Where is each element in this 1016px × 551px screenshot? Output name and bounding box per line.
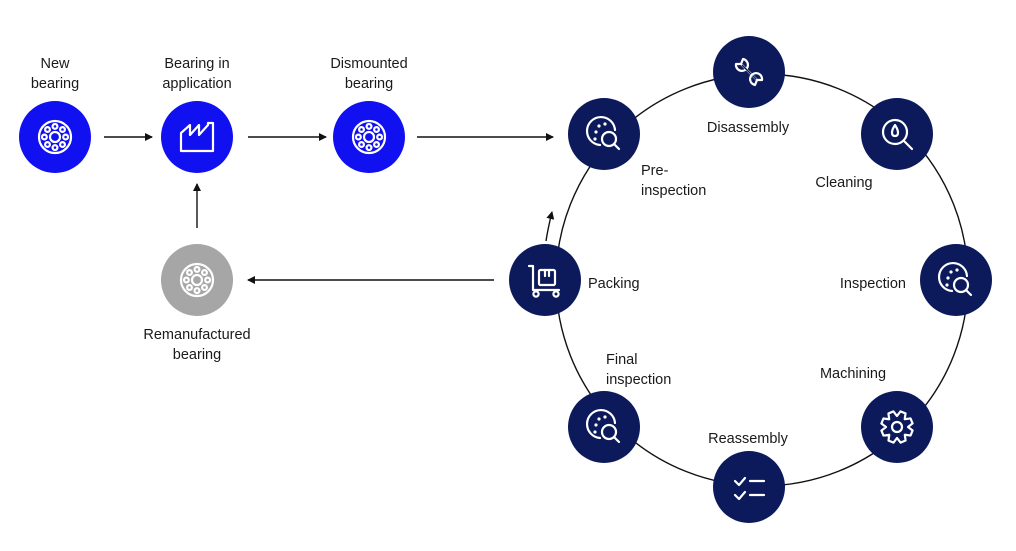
- label-cleaning: Cleaning: [815, 175, 873, 191]
- arrow-loop-continues: [545, 211, 555, 242]
- label-remanufactured-bearing: Remanufactured bearing: [143, 327, 251, 363]
- node-circle: [861, 391, 933, 463]
- node-pre-inspection: [568, 98, 640, 170]
- factory-icon: [179, 121, 215, 153]
- node-cleaning: [861, 98, 933, 170]
- node-final-inspection: [568, 391, 640, 463]
- label-dismounted-bearing: Dismounted bearing: [330, 56, 408, 92]
- inspect-icon: [585, 408, 621, 444]
- node-machining: [861, 391, 933, 463]
- drop-search-icon: [881, 118, 914, 151]
- bearing-icon: [37, 119, 73, 155]
- label-bearing-in-application: Bearing in application: [162, 56, 232, 92]
- label-new-bearing: New bearing: [30, 56, 80, 92]
- node-circle: [19, 101, 91, 173]
- node-dismounted-bearing: [333, 101, 405, 173]
- trolley-icon: [527, 264, 561, 298]
- bearing-icon: [351, 119, 387, 155]
- wrench-icon: [734, 57, 764, 87]
- node-reassembly: [713, 451, 785, 523]
- label-final-inspection: Final inspection: [606, 352, 672, 388]
- node-circle: [713, 451, 785, 523]
- node-circle: [161, 244, 233, 316]
- node-inspection: [920, 244, 992, 316]
- node-new-bearing: [19, 101, 91, 173]
- label-pre-inspection: Pre- inspection: [641, 163, 707, 199]
- checklist-icon: [733, 476, 766, 501]
- label-inspection: Inspection: [839, 276, 906, 292]
- label-reassembly: Reassembly: [708, 431, 788, 447]
- label-machining: Machining: [819, 366, 887, 382]
- node-disassembly: [713, 36, 785, 108]
- node-circle: [509, 244, 581, 316]
- node-bearing-in-application: [161, 101, 233, 173]
- bearing-icon: [179, 262, 215, 298]
- gear-icon: [880, 410, 914, 444]
- inspect-icon: [585, 115, 621, 151]
- node-remanufactured-bearing: [161, 244, 233, 316]
- inspect-icon: [937, 261, 973, 297]
- node-circle: [333, 101, 405, 173]
- label-packing: Packing: [588, 276, 640, 292]
- node-circle: [161, 101, 233, 173]
- label-disassembly: Disassembly: [706, 120, 790, 136]
- node-packing: [509, 244, 581, 316]
